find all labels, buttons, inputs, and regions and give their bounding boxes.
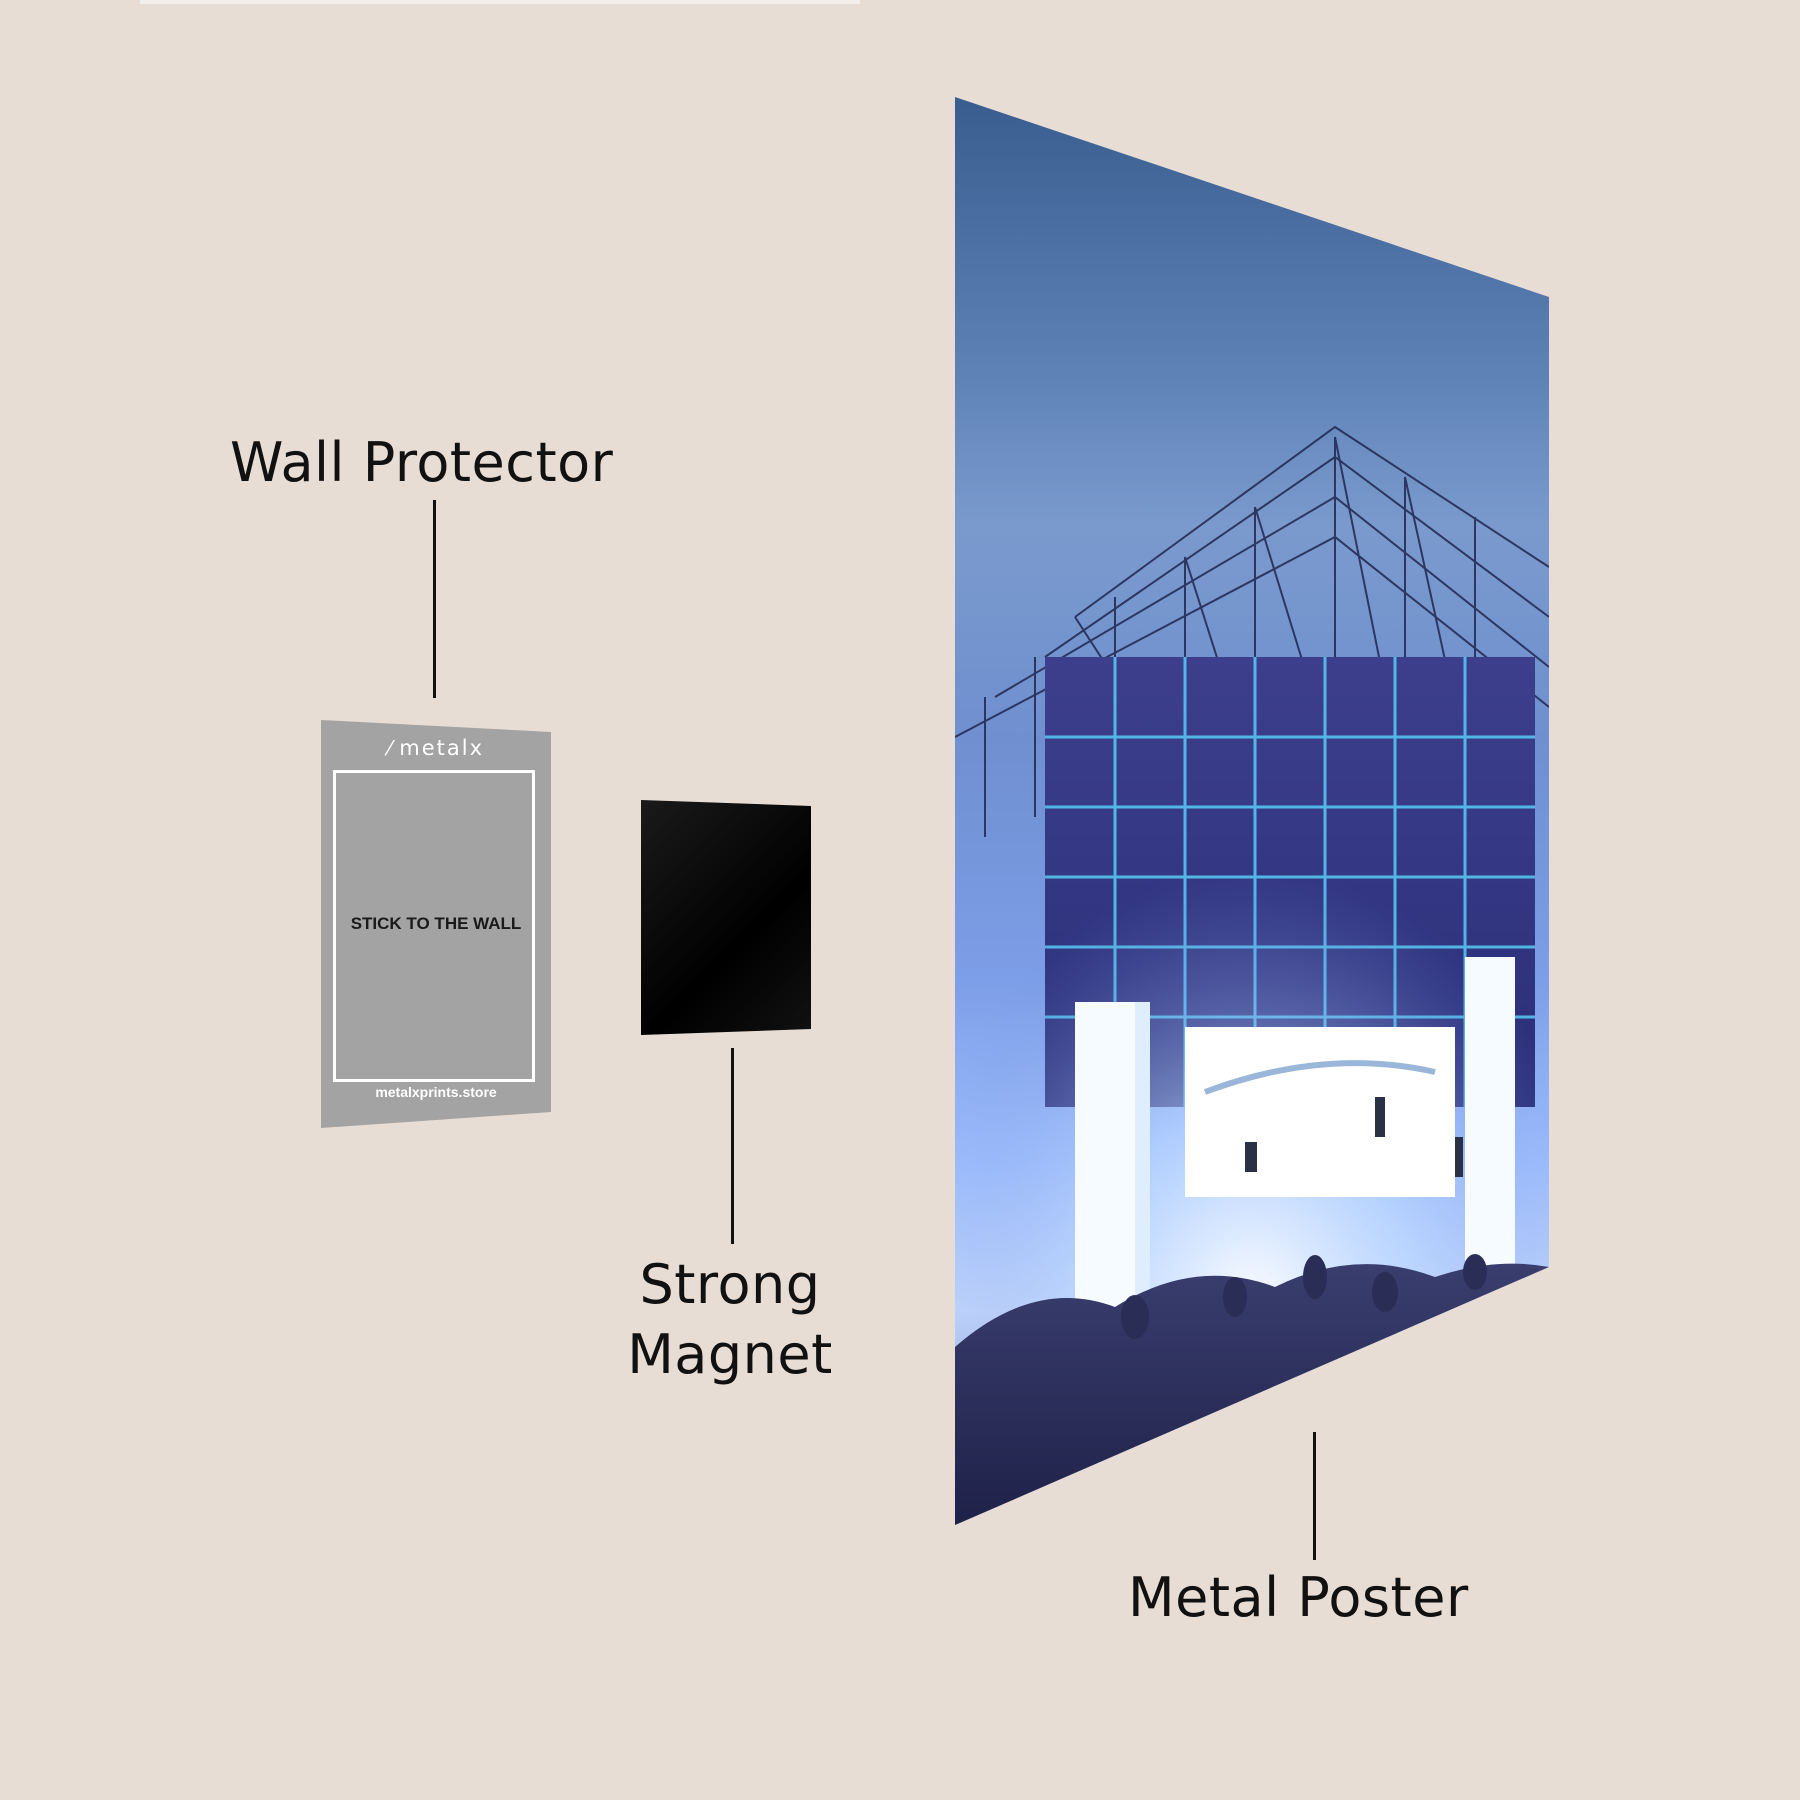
wall-protector-leader-line (433, 500, 436, 698)
stick-to-the-wall-text: STICK TO THE WALL (350, 914, 522, 933)
strong-magnet-plate (641, 800, 811, 1035)
stage-pillar-left-side (1135, 1002, 1150, 1342)
protector-frame (333, 770, 535, 1082)
metal-poster (955, 97, 1549, 1525)
concert-stage-artwork (955, 425, 1549, 1525)
metalx-url-text: metalxprints.store (375, 1084, 497, 1100)
crowd-silhouette (955, 1263, 1549, 1525)
crowd-hands (1121, 1254, 1487, 1339)
strong-magnet-label-line2: Magnet (627, 1323, 833, 1386)
strong-magnet-label-line1: Strong (639, 1253, 821, 1316)
metal-poster-label: Metal Poster (1128, 1566, 1469, 1629)
stage-performers (1245, 1097, 1463, 1177)
stage-screen (1185, 1027, 1455, 1197)
metal-poster-leader-line (1313, 1432, 1316, 1560)
stage-arch (1203, 1060, 1436, 1095)
strong-magnet-label: Strong Magnet (590, 1250, 870, 1390)
metalx-logo: ⁄metalx (321, 736, 551, 760)
wall-protector-card: ⁄metalx STICK TO THE WALL metalxprints.s… (321, 720, 551, 1128)
metalx-logo-icon: ⁄ (387, 736, 394, 760)
top-strip (140, 0, 860, 4)
wall-protector-label: Wall Protector (230, 431, 614, 494)
metalx-brand-text: metalx (399, 736, 485, 760)
strong-magnet-leader-line (731, 1048, 734, 1244)
